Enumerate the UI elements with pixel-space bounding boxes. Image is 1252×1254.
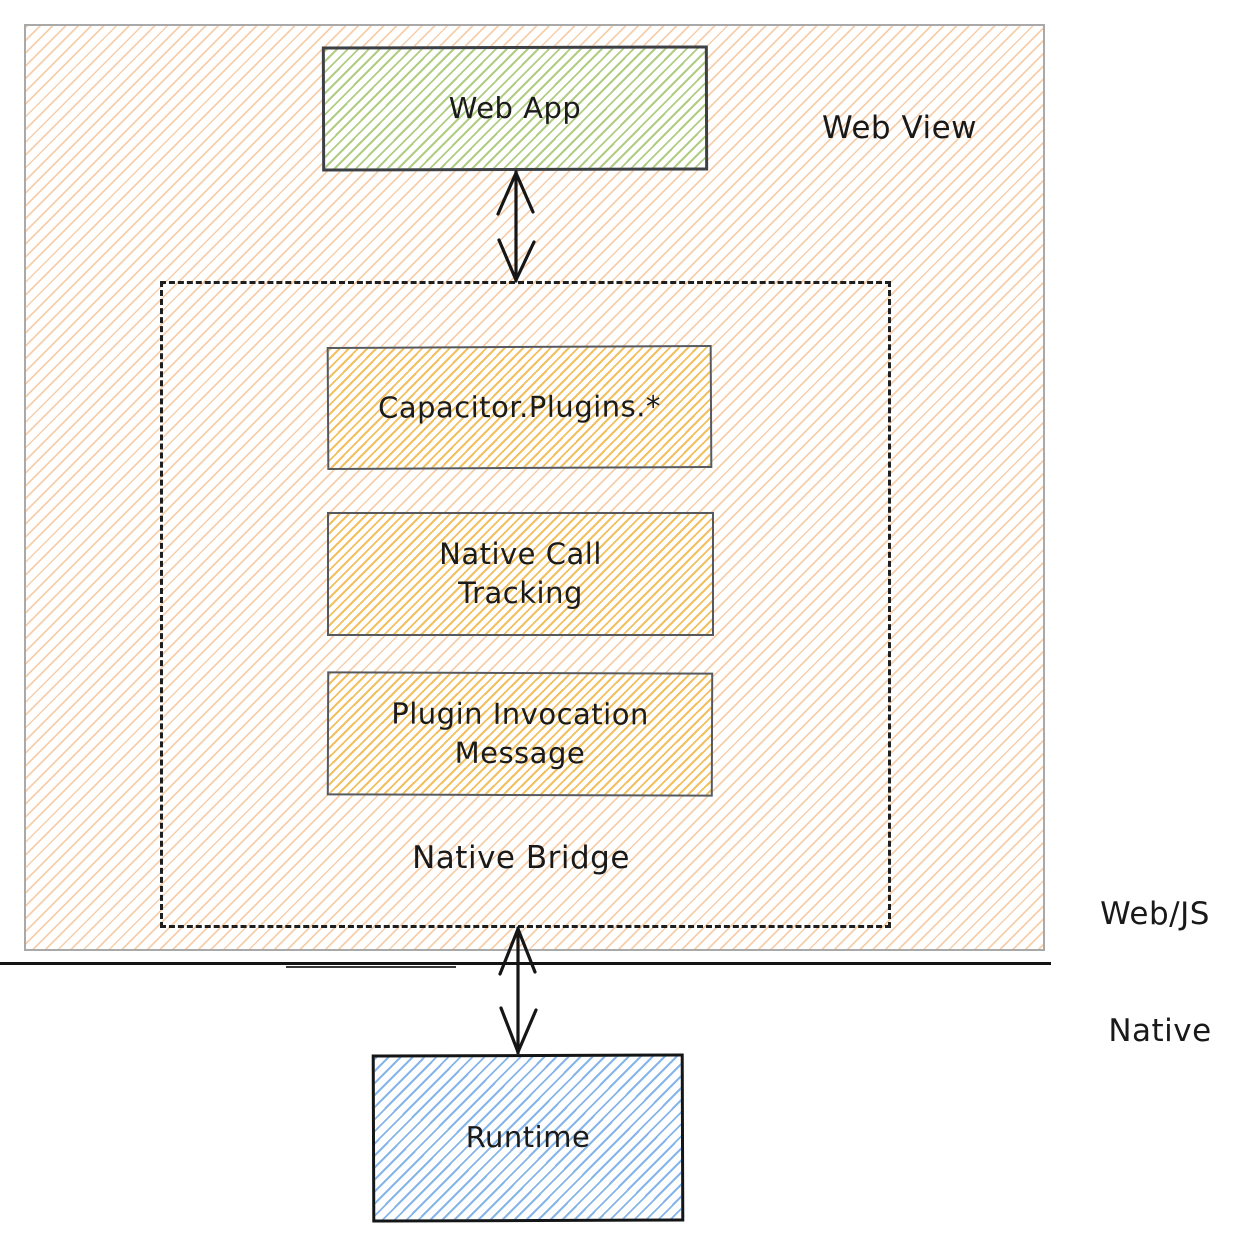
native-bridge-label: Native Bridge xyxy=(412,840,630,876)
arrow-head-up xyxy=(498,927,537,976)
plugin-invocation-message-box: Plugin Invocation Message xyxy=(326,671,714,797)
arrow-head-down xyxy=(497,238,536,282)
web-view-region xyxy=(24,24,1045,951)
web-js-layer-label: Web/JS xyxy=(1100,896,1210,932)
platform-divider-stroke-echo xyxy=(286,966,456,968)
runtime-box-label: Runtime xyxy=(465,1120,591,1155)
runtime-box: Runtime xyxy=(371,1053,685,1223)
native-call-tracking-box-label: Native Call Tracking xyxy=(439,536,602,610)
web-app-box-label: Web App xyxy=(448,90,582,126)
arrow-head-down xyxy=(499,1006,538,1054)
native-bridge-region xyxy=(160,281,891,928)
web-app-box: Web App xyxy=(321,45,709,172)
arrow-head-up xyxy=(496,171,535,216)
webapp-bridge-arrow xyxy=(496,170,536,283)
capacitor-plugins-box: Capacitor.Plugins.* xyxy=(326,344,713,471)
web-view-label: Web View xyxy=(822,110,978,146)
plugin-invocation-message-box-label: Plugin Invocation Message xyxy=(391,696,649,771)
bridge-runtime-arrow xyxy=(498,926,538,1055)
capacitor-plugins-box-label: Capacitor.Plugins.* xyxy=(377,389,662,425)
platform-divider-line xyxy=(0,962,1051,965)
native-layer-label: Native xyxy=(1108,1013,1212,1049)
native-call-tracking-box: Native Call Tracking xyxy=(327,512,714,636)
